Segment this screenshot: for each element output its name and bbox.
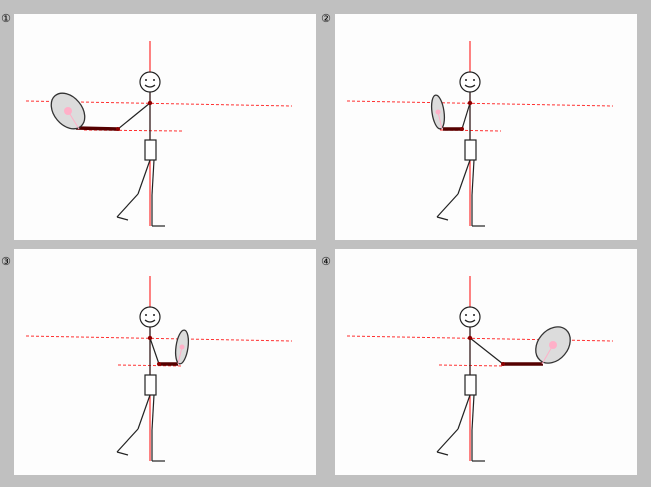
tennis-racket-icon <box>157 329 190 366</box>
stick-figure-illustration-4 <box>346 276 614 462</box>
head <box>139 306 161 328</box>
panel-label-4: ④ <box>321 255 331 268</box>
shoulder-joint <box>147 100 153 106</box>
stick-figure-illustration-2 <box>346 41 614 227</box>
grip-guide-line <box>438 364 504 367</box>
arm <box>469 337 504 365</box>
torso <box>464 139 477 161</box>
head <box>459 71 481 93</box>
stick-figure-icon <box>436 306 504 462</box>
shoulder-guide-line <box>346 100 614 107</box>
leg-right <box>471 394 475 431</box>
torso <box>144 139 157 161</box>
leg-left <box>137 159 151 195</box>
stick-figure-icon <box>436 71 485 227</box>
arm <box>117 102 151 130</box>
leg-left <box>457 394 471 430</box>
arm <box>149 337 160 365</box>
leg-right <box>151 394 155 431</box>
tennis-racket-icon <box>50 92 120 131</box>
torso <box>464 374 477 396</box>
panel-label-1: ① <box>1 12 11 25</box>
head <box>139 71 161 93</box>
arm <box>461 102 471 130</box>
torso <box>144 374 157 396</box>
diagram-panel-4 <box>335 249 637 475</box>
diagram-panel-3 <box>14 249 316 475</box>
stick-figure-icon <box>116 71 165 227</box>
shoulder-guide-line <box>346 335 614 342</box>
leg-right <box>471 159 475 196</box>
stick-figure-illustration-1 <box>25 41 293 227</box>
shoulder-joint <box>467 335 473 341</box>
tennis-racket-icon <box>430 94 464 131</box>
shoulder-joint <box>467 100 473 106</box>
leg-left <box>137 394 151 430</box>
leg-right <box>151 159 155 196</box>
panel-label-2: ② <box>321 12 331 25</box>
tennis-racket-icon <box>501 326 571 366</box>
diagram-panel-1 <box>14 14 316 240</box>
panel-label-3: ③ <box>1 255 11 268</box>
stick-figure-icon <box>116 306 165 462</box>
shoulder-joint <box>147 335 153 341</box>
leg-left <box>457 159 471 195</box>
stick-figure-illustration-3 <box>25 276 293 462</box>
diagram-panel-2 <box>335 14 637 240</box>
shoulder-guide-line <box>25 100 293 107</box>
head <box>459 306 481 328</box>
shoulder-guide-line <box>25 335 293 342</box>
